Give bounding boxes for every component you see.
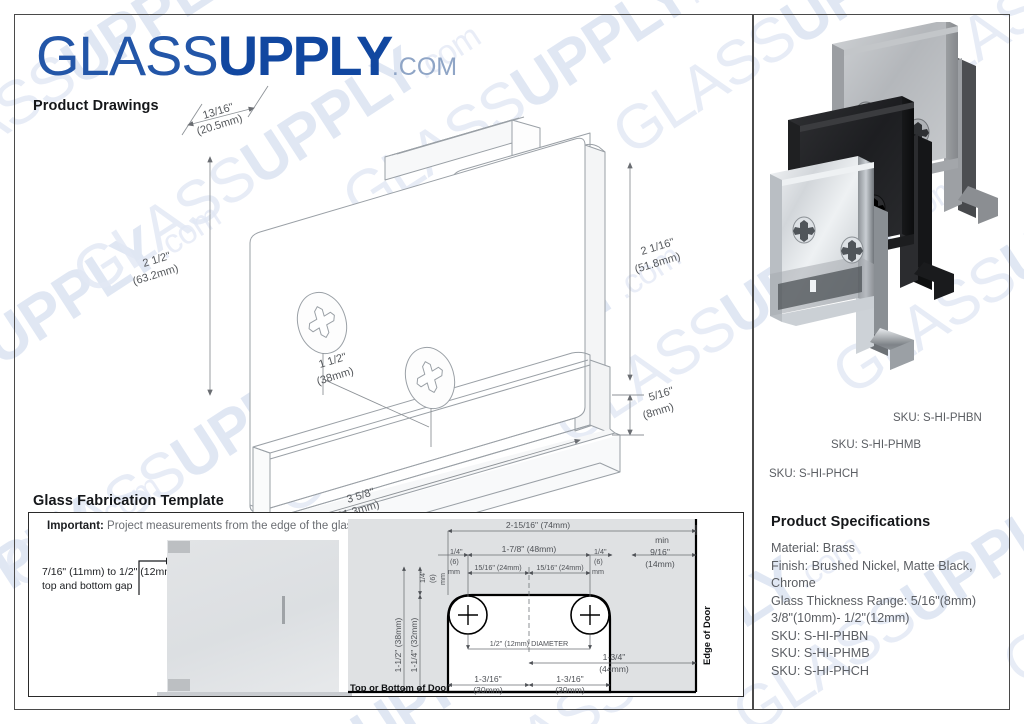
gap-leader-arrow xyxy=(138,557,175,595)
glass-floor-line xyxy=(157,692,352,696)
gap-note: 7/16" (11mm) to 1/2" (12mm) top and bott… xyxy=(42,565,176,593)
glass-door-handle xyxy=(282,596,285,624)
gap-note-line2: top and bottom gap xyxy=(42,580,133,592)
dim-bottom-left-2: (30mm) xyxy=(473,685,503,695)
dim-min-val-2: (14mm) xyxy=(645,559,675,569)
dim-edge-left-1: 1/4" xyxy=(450,547,463,556)
important-text: Project measurements from the edge of th… xyxy=(103,520,359,532)
dim-vert-outer-label: 1-1/2" (38mm) xyxy=(393,618,403,673)
isometric-hinge-drawing: 13/16" (20.5mm) 2 1/2" (63.2mm) 1 1/2" (… xyxy=(120,85,720,566)
dim-half-right-label: 15/16" (24mm) xyxy=(536,563,583,572)
product-specifications-list: Material: Brass Finish: Brushed Nickel, … xyxy=(771,540,1019,680)
label-top-bottom-of-door: Top or Bottom of Door xyxy=(350,682,450,693)
dim-inner-width-label: 1-7/8" (48mm) xyxy=(502,544,557,554)
spec-finish-line1: Finish: Brushed Nickel, Matte Black, xyxy=(771,558,973,573)
dim-min-val-1: 9/16" xyxy=(650,547,670,557)
dim-center-offset-2: (44mm) xyxy=(599,664,629,674)
spec-finish-line2: Chrome xyxy=(771,576,816,590)
dim-plate-height-mm-label: (51.8mm) xyxy=(633,251,682,276)
section-title-glass-fabrication-template: Glass Fabrication Template xyxy=(33,493,224,509)
glass-fabrication-template-box: Important: Project measurements from the… xyxy=(28,512,744,697)
logo-text-ass: ASS xyxy=(108,24,219,87)
hinge-block-bottom xyxy=(168,679,190,691)
label-edge-of-door: Edge of Door xyxy=(701,606,712,665)
dim-vert-inner-label: 1-1/4" (32mm) xyxy=(409,618,419,673)
spec-sku-chrome: SKU: S-HI-PHCH xyxy=(771,663,869,678)
dim-edge-right-1: 1/4" xyxy=(594,547,607,556)
dim-vert-top-2: (6) xyxy=(428,574,437,583)
dim-center-offset-1: 1-3/4" xyxy=(603,652,626,662)
glass-panel-illustration xyxy=(137,540,352,696)
gap-note-line1: 7/16" (11mm) to 1/2" (12mm) xyxy=(42,566,177,578)
vertical-divider xyxy=(752,14,754,710)
spec-material: Material: Brass xyxy=(771,541,855,555)
important-note: Important: Project measurements from the… xyxy=(47,520,358,532)
logo-text-dotcom: .COM xyxy=(391,53,458,81)
fabrication-detail-drawing: 2-15/16" (74mm) 1-7/8" (48mm) 15/16" (24… xyxy=(342,515,742,696)
spec-glass-thickness-line2: 3/8"(10mm)- 1/2"(12mm) xyxy=(771,611,910,625)
dim-bottom-right-2: (30mm) xyxy=(555,685,585,695)
dim-thickness-mm-label: (8mm) xyxy=(641,401,675,422)
dim-bottom-right-1: 1-3/16" xyxy=(556,674,583,684)
dim-edge-left-2: (6) xyxy=(450,557,459,566)
glass-panel xyxy=(167,540,339,692)
spec-sku-brushed-nickel: SKU: S-HI-PHBN xyxy=(771,628,869,643)
logo-text-upply: UPPLY xyxy=(217,24,394,87)
dim-min-label: min xyxy=(655,535,669,545)
sku-label-brushed-nickel: SKU: S-HI-PHBN xyxy=(893,412,982,424)
spec-glass-thickness-line1: Glass Thickness Range: 5/16"(8mm) xyxy=(771,593,977,608)
dim-edge-right-3: mm xyxy=(592,567,604,576)
spec-sku-matte-black: SKU: S-HI-PHMB xyxy=(771,646,870,660)
important-label: Important: xyxy=(47,520,104,532)
product-photo-group xyxy=(762,20,1002,397)
dim-total-width-label: 2-15/16" (74mm) xyxy=(506,520,570,530)
dim-hole-diameter-label: 1/2" (12mm) DIAMETER xyxy=(490,639,568,648)
page-border-frame xyxy=(14,14,1010,710)
glasssupply-logo: GLASSUPPLY.COM xyxy=(36,28,457,84)
section-title-product-specifications: Product Specifications xyxy=(771,514,931,530)
dim-edge-left-3: mm xyxy=(448,567,460,576)
dim-vert-top-1: 1/4" xyxy=(418,570,427,583)
dim-vert-top-3: mm xyxy=(438,573,447,585)
section-title-product-drawings: Product Drawings xyxy=(33,98,159,114)
hinge-block-top xyxy=(168,541,190,553)
sku-label-matte-black: SKU: S-HI-PHMB xyxy=(831,439,922,451)
dim-bottom-left-1: 1-3/16" xyxy=(474,674,501,684)
product-chrome xyxy=(770,156,914,370)
dim-edge-right-2: (6) xyxy=(594,557,603,566)
sku-label-chrome: SKU: S-HI-PHCH xyxy=(769,468,859,480)
logo-text-gl: GL xyxy=(36,24,110,87)
dim-half-left-label: 15/16" (24mm) xyxy=(474,563,521,572)
